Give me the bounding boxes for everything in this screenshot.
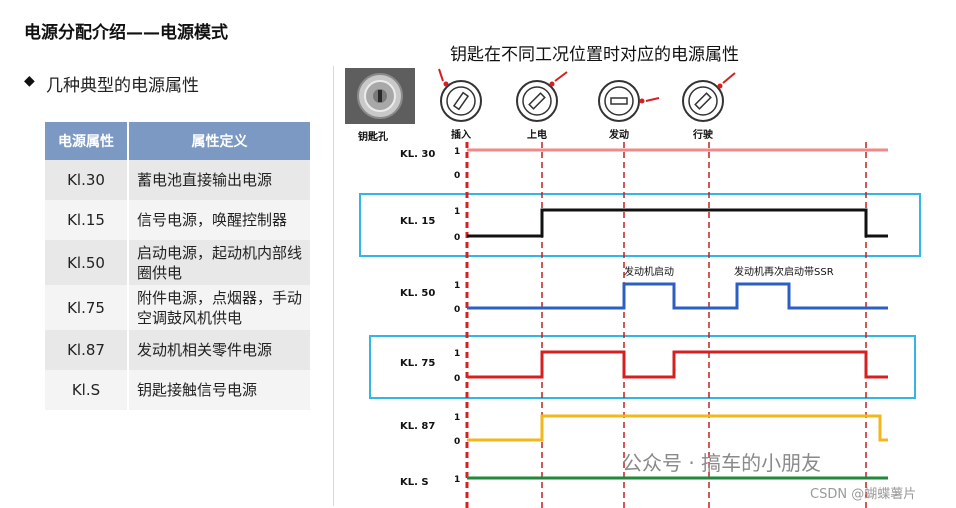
table-row: Kl.S 钥匙接触信号电源 (45, 370, 310, 410)
level-label-high: 1 (454, 281, 460, 291)
table-header-definition: 属性定义 (128, 122, 310, 160)
key-hole-icon (345, 68, 415, 124)
signal-waveform (467, 282, 888, 310)
highlight-box (359, 193, 921, 257)
key-position-dot (443, 81, 449, 87)
level-label-low: 0 (454, 171, 460, 181)
table-cell-definition: 信号电源，唤醒控制器 (128, 200, 310, 240)
level-label-high: 1 (454, 413, 460, 423)
power-attribute-table: 电源属性 属性定义 Kl.30 蓄电池直接输出电源 Kl.15 信号电源，唤醒控… (45, 122, 310, 410)
key-hole-photo (345, 68, 415, 124)
table-row: Kl.50 启动电源，起动机内部线圈供电 (45, 240, 310, 285)
table-cell-code: Kl.15 (45, 200, 129, 240)
level-label-high: 1 (454, 207, 460, 217)
key-position-label: 行驶 (692, 128, 713, 141)
section-subtitle: 几种典型的电源属性 (46, 76, 199, 96)
table-cell-code: Kl.87 (45, 330, 129, 370)
key-position-label: 发动 (608, 128, 629, 141)
level-label-high: 1 (454, 147, 460, 157)
table-cell-definition: 附件电源，点烟器，手动空调鼓风机供电 (128, 285, 310, 330)
signal-waveform (467, 414, 888, 442)
key-slot (528, 92, 546, 110)
signal-label: KL. 50 (400, 288, 435, 299)
level-label-low: 0 (454, 305, 460, 315)
table-row: Kl.75 附件电源，点烟器，手动空调鼓风机供电 (45, 285, 310, 330)
highlight-box (369, 335, 916, 399)
key-position-icon: 行驶 (682, 72, 736, 141)
level-label-high: 1 (454, 475, 460, 485)
signal-label: KL. 87 (400, 421, 435, 432)
signal-label: KL. S (400, 477, 429, 488)
key-slot (452, 91, 470, 111)
page-title: 电源分配介绍——电源模式 (24, 23, 228, 43)
watermark-csdn: CSDN @蝴蝶薯片 (810, 487, 917, 502)
level-label-low: 0 (454, 233, 460, 243)
table-header-code: 电源属性 (45, 122, 129, 160)
signal-label: KL. 75 (400, 358, 435, 369)
key-hole-label: 钥匙孔 (358, 132, 388, 143)
table-row: Kl.15 信号电源，唤醒控制器 (45, 200, 310, 240)
signal-waveform (467, 350, 888, 379)
diagram-title: 钥匙在不同工况位置时对应的电源属性 (450, 45, 739, 65)
annotation-engine-restart: 发动机再次启动带SSR (734, 265, 834, 278)
table-cell-definition: 发动机相关零件电源 (128, 330, 310, 370)
level-label-high: 1 (454, 349, 460, 359)
key-position-icon: 上电 (516, 71, 568, 141)
annotation-engine-start: 发动机启动 (624, 265, 674, 278)
key-position-dot (639, 98, 645, 104)
column-divider (333, 66, 334, 506)
key-position-icon: 插入 (438, 68, 482, 141)
table-row: Kl.87 发动机相关零件电源 (45, 330, 310, 370)
key-arrow-icon (438, 68, 444, 82)
signal-waveform (467, 208, 888, 238)
bullet-icon: ◆ (24, 73, 35, 89)
key-arrow-icon (645, 97, 660, 102)
watermark-account: 公众号 · 搞车的小朋友 (622, 451, 822, 475)
key-slot (610, 97, 628, 105)
level-label-low: 0 (454, 437, 460, 447)
key-slot (694, 92, 712, 110)
level-label-low: 0 (454, 374, 460, 384)
table-cell-code: Kl.S (45, 370, 129, 410)
key-position-label: 插入 (451, 128, 471, 141)
key-arrow-icon (554, 71, 568, 82)
table-cell-code: Kl.75 (45, 285, 129, 330)
table-cell-definition: 启动电源，起动机内部线圈供电 (128, 240, 310, 285)
table-cell-definition: 钥匙接触信号电源 (128, 370, 310, 410)
table-cell-definition: 蓄电池直接输出电源 (128, 160, 310, 200)
key-position-dot (549, 81, 555, 87)
table-header-row: 电源属性 属性定义 (45, 122, 310, 160)
table-cell-code: Kl.30 (45, 160, 129, 200)
signal-label: KL. 15 (400, 216, 435, 227)
key-arrow-icon (722, 72, 736, 84)
key-position-icon: 发动 (598, 80, 660, 141)
table-cell-code: Kl.50 (45, 240, 129, 285)
table-row: Kl.30 蓄电池直接输出电源 (45, 160, 310, 200)
key-position-dot (717, 83, 723, 89)
key-position-label: 上电 (527, 128, 547, 141)
signal-label: KL. 30 (400, 149, 435, 160)
